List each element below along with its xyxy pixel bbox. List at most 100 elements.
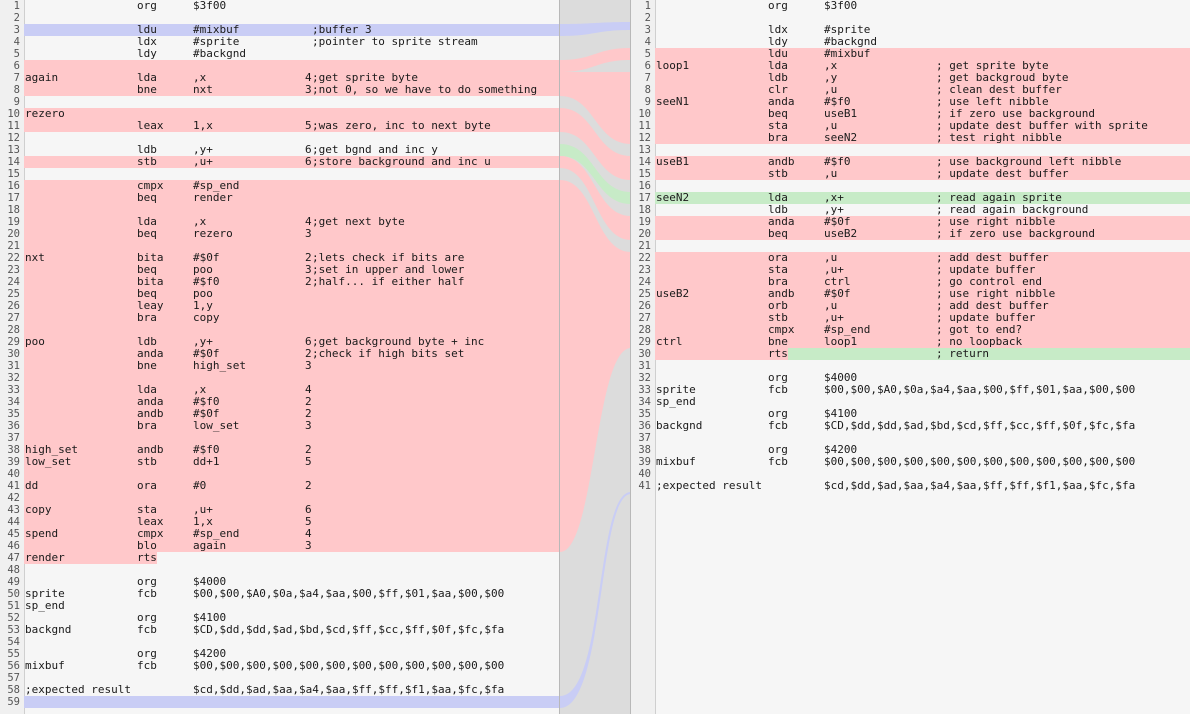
left-code-line[interactable]: 37 (0, 432, 560, 444)
left-code-line[interactable]: 6 (0, 60, 560, 72)
left-code-line[interactable]: 15 (0, 168, 560, 180)
left-code-line[interactable]: 40 (0, 468, 560, 480)
left-code-line[interactable]: 54 (0, 636, 560, 648)
left-code-line[interactable]: 12 (0, 132, 560, 144)
right-code-line[interactable]: 41;expected result$cd,$dd,$ad,$aa,$a4,$a… (631, 480, 1190, 493)
right-code-line[interactable]: 16 (631, 180, 1190, 192)
left-code-line[interactable]: 2 (0, 12, 560, 24)
left-code-line[interactable]: 32 (0, 372, 560, 384)
right-code-line[interactable]: 40 (631, 468, 1190, 480)
left-code-line[interactable]: 58;expected result$cd,$dd,$ad,$aa,$a4,$a… (0, 684, 560, 697)
left-code-line[interactable]: 48 (0, 564, 560, 576)
left-code-line[interactable]: 59 (0, 696, 560, 708)
left-code-line[interactable]: 28 (0, 324, 560, 336)
right-code-line[interactable]: 31 (631, 360, 1190, 372)
left-code-line[interactable]: 42 (0, 492, 560, 504)
left-code-line[interactable]: 18 (0, 204, 560, 216)
left-code-line[interactable]: 9 (0, 96, 560, 108)
left-code-line[interactable]: 21 (0, 240, 560, 252)
right-code-line[interactable]: 37 (631, 432, 1190, 444)
right-code-line[interactable]: 13 (631, 144, 1190, 156)
left-code-line[interactable]: 57 (0, 672, 560, 684)
right-code-line[interactable]: 21 (631, 240, 1190, 252)
right-code-line[interactable]: 2 (631, 12, 1190, 24)
